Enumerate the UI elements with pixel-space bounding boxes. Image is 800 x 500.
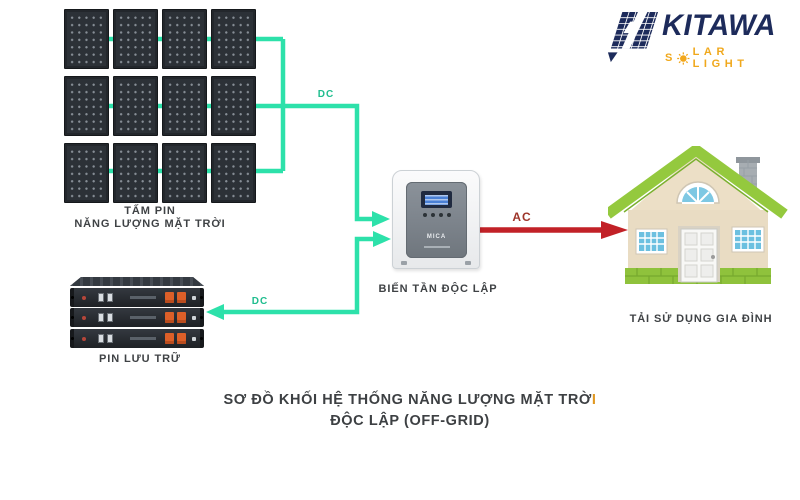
battery-label: PIN LƯU TRỮ <box>99 353 181 365</box>
dc-arrowhead-into-battery <box>206 304 224 320</box>
dc-battery-wire-label: DC <box>251 296 269 307</box>
diagram-title-line1: SƠ ĐỒ KHỐI HỆ THỐNG NĂNG LƯỢNG MẶT TRỜI <box>223 392 597 408</box>
solar-panel <box>162 143 207 203</box>
tagline-rest: LAR LIGHT <box>692 46 749 70</box>
solar-panel-grid <box>64 9 256 203</box>
solar-panel <box>211 9 256 69</box>
house-illustration <box>608 146 788 284</box>
dc-battery-wire <box>206 231 391 320</box>
diagram-title: SƠ ĐỒ KHỐI HỆ THỐNG NĂNG LƯỢNG MẶT TRỜI … <box>110 390 710 432</box>
window-left <box>635 228 668 255</box>
inverter-brand-mark: MICA <box>426 234 447 240</box>
ac-wire-label: AC <box>512 210 532 224</box>
inverter-foot-right <box>465 261 471 265</box>
inverter-lcd-screen <box>425 194 448 205</box>
solar-panel <box>64 9 109 69</box>
brand-tagline: S LAR LIGHT <box>665 46 790 70</box>
battery-module <box>70 328 204 348</box>
solar-panel <box>113 9 158 69</box>
roof-edge <box>623 158 769 213</box>
ac-wire <box>474 221 628 239</box>
solar-panel <box>113 143 158 203</box>
inverter-foot-left <box>401 261 407 265</box>
inverter-lcd <box>421 191 452 208</box>
fanlight-window <box>676 181 720 204</box>
brand-name: KITAWA <box>662 9 776 42</box>
inverter-buttons <box>406 213 467 217</box>
battery-module <box>70 287 204 307</box>
sun-icon <box>677 51 690 65</box>
title-accent-char: I <box>591 392 597 408</box>
dc-arrowhead-into-inverter <box>373 231 391 247</box>
battery-modules <box>70 287 204 348</box>
battery-rack-top <box>70 277 204 286</box>
solar-panel <box>211 76 256 136</box>
roof <box>608 146 788 219</box>
solar-array-label: TẤM PIN NĂNG LƯỢNG MẶT TRỜI <box>55 205 245 231</box>
solar-array-label-line2: NĂNG LƯỢNG MẶT TRỜI <box>74 218 226 230</box>
door-knob <box>711 255 715 259</box>
window-right <box>731 226 765 253</box>
battery-rack <box>70 277 204 348</box>
inverter-model-mark <box>423 246 450 248</box>
house-label: TẢI SỬ DỤNG GIA ĐÌNH <box>629 313 773 325</box>
solar-panel <box>113 76 158 136</box>
solar-panel <box>162 76 207 136</box>
solar-array-label-line1: TẤM PIN <box>124 205 176 217</box>
inverter-front-panel: MICA <box>406 182 467 258</box>
battery-module <box>70 308 204 327</box>
ac-arrowhead-to-house <box>601 221 628 239</box>
brand-logo: KITAWA S LAR LIGHT <box>606 9 790 70</box>
dc-solar-wire-label: DC <box>317 89 335 100</box>
tagline-first-letter: S <box>665 52 677 64</box>
solar-panel <box>64 76 109 136</box>
solar-panel-icon <box>607 11 659 63</box>
inverter: MICA <box>392 170 480 269</box>
diagram-title-line2: ĐỘC LẬP (OFF-GRID) <box>330 413 490 429</box>
solar-panel <box>211 143 256 203</box>
solar-panel <box>162 9 207 69</box>
logo-triangle <box>607 52 618 63</box>
dc-arrowhead-to-inverter <box>372 211 390 227</box>
door <box>678 226 720 283</box>
solar-panel <box>64 143 109 203</box>
inverter-label: BIẾN TẦN ĐỘC LẬP <box>378 283 498 295</box>
